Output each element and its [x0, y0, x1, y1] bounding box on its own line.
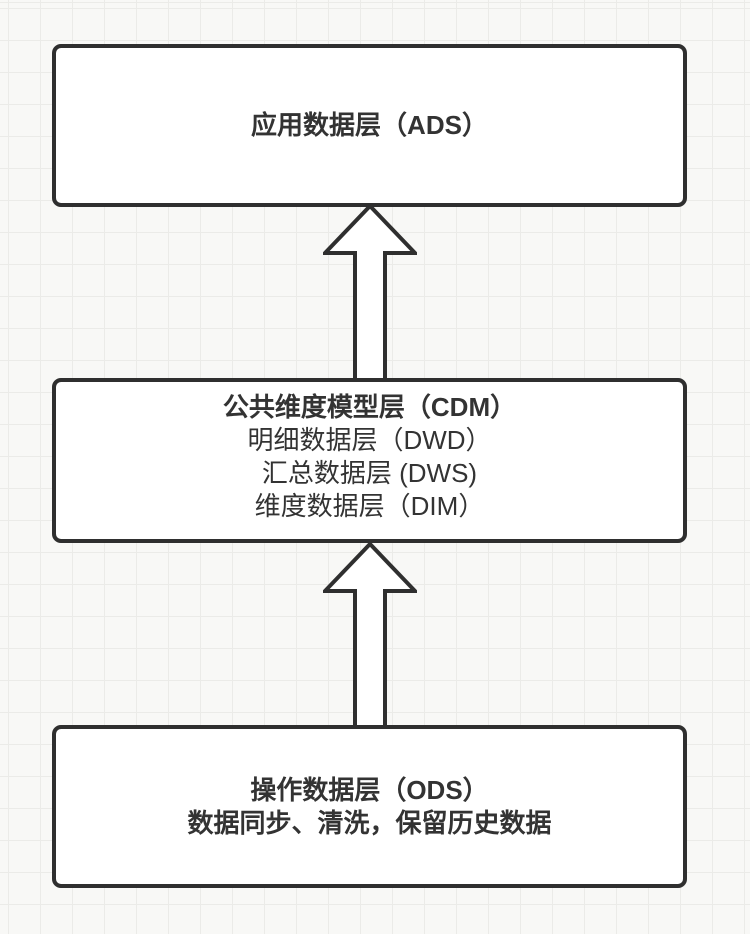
layer-box-cdm: 公共维度模型层（CDM） 明细数据层（DWD） 汇总数据层 (DWS) 维度数据… [52, 378, 687, 543]
layer-title-cdm: 公共维度模型层（CDM） [222, 392, 517, 422]
layer-subline-dwd: 明细数据层（DWD） [247, 425, 492, 455]
layer-box-ods: 操作数据层（ODS） 数据同步、清洗，保留历史数据 [52, 725, 687, 888]
layer-box-ads: 应用数据层（ADS） [52, 44, 687, 207]
layer-title-ods: 操作数据层（ODS） [250, 774, 489, 805]
up-arrow-cdm-to-ads-icon [323, 204, 417, 380]
layer-subline-ods-description: 数据同步、清洗，保留历史数据 [187, 807, 552, 838]
up-arrow-ods-to-cdm-icon [323, 542, 417, 727]
layer-subline-dws: 汇总数据层 (DWS) [261, 458, 478, 488]
layer-title-ads: 应用数据层（ADS） [251, 110, 488, 140]
layer-subline-dim: 维度数据层（DIM） [254, 491, 485, 521]
